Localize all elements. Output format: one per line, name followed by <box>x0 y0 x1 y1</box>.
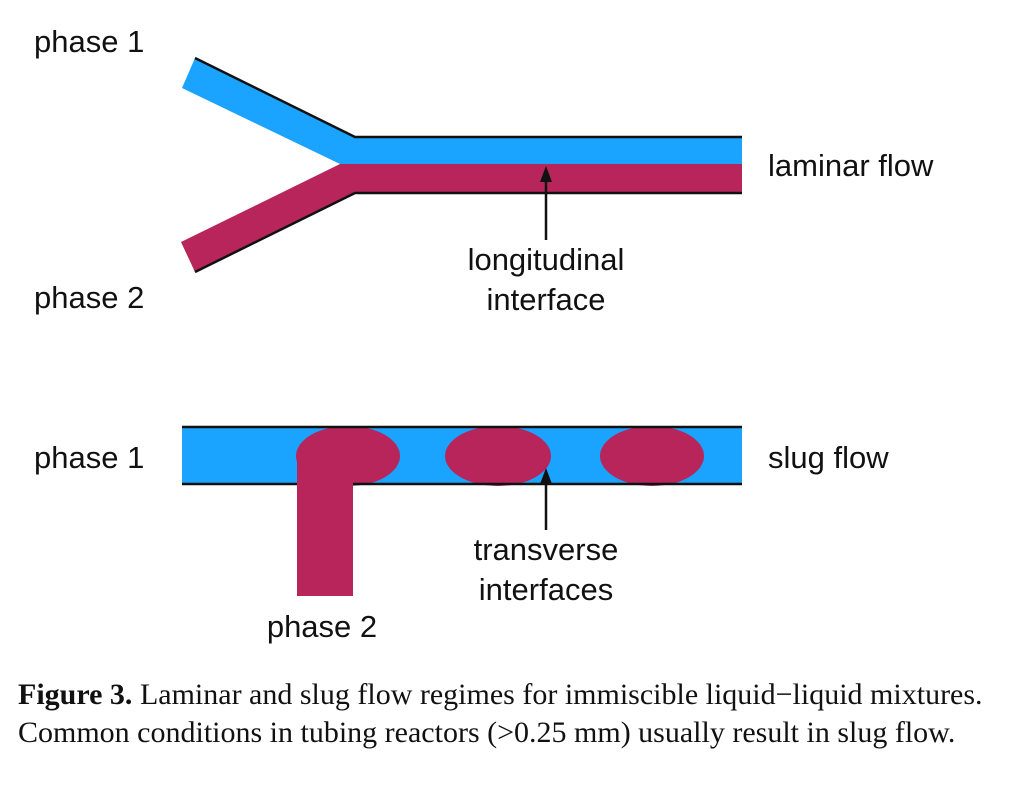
phase2-laminar-stream <box>340 164 742 193</box>
slug-flow-diagram <box>182 425 742 596</box>
laminar-flow-diagram <box>181 56 742 274</box>
phase1-laminar-stream <box>340 137 742 165</box>
phase1-inlet-arm <box>182 58 355 164</box>
laminar-channel-top-wall <box>194 56 742 139</box>
longitudinal-label-line2: interface <box>487 282 606 317</box>
transverse-interface-arrowhead <box>540 468 552 484</box>
longitudinal-label-line1: longitudinal <box>468 242 625 277</box>
figure-caption-label: Figure 3. <box>18 678 133 711</box>
bottom-phase1-label: phase 1 <box>34 440 144 475</box>
bottom-phase2-label: phase 2 <box>267 609 377 644</box>
flow-regimes-diagram: phase 1 phase 2 laminar flow longitudina… <box>34 24 934 644</box>
laminar-flow-label: laminar flow <box>768 148 934 183</box>
slug-flow-label: slug flow <box>768 440 889 475</box>
phase2-slug-3 <box>600 426 704 486</box>
transverse-label-line2: interfaces <box>479 572 613 607</box>
top-phase1-label: phase 1 <box>34 24 144 59</box>
longitudinal-interface-arrowhead <box>540 166 552 182</box>
figure-caption: Figure 3. Laminar and slug flow regimes … <box>18 676 988 752</box>
transverse-label-line1: transverse <box>474 532 619 567</box>
phase2-slug-2 <box>445 426 551 486</box>
laminar-channel-bottom-wall <box>194 191 742 274</box>
figure-caption-text: Laminar and slug flow regimes for immisc… <box>18 678 983 749</box>
top-phase2-label: phase 2 <box>34 280 144 315</box>
phase2-inlet-arm <box>181 164 355 272</box>
phase2-emerging-droplet <box>296 426 400 486</box>
